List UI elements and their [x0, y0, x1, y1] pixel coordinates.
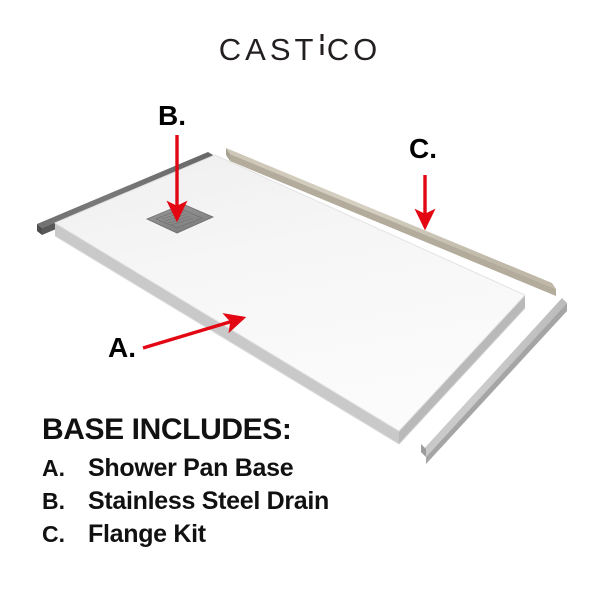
gray-flange-strip [421, 298, 567, 464]
brand-logo-part-2: CO [326, 32, 382, 67]
callout-arrows [142, 135, 436, 350]
legend-item-label: Stainless Steel Drain [88, 486, 330, 515]
legend-title: BASE INCLUDES: [42, 413, 292, 446]
brand-logo: CASTICO [0, 32, 600, 68]
legend-item-label: Flange Kit [88, 519, 206, 548]
base-includes-legend: BASE INCLUDES: A. Shower Pan Base B. Sta… [42, 414, 462, 553]
tan-flange-strip [226, 148, 556, 296]
list-item: C. Flange Kit [42, 520, 462, 549]
legend-list: A. Shower Pan Base B. Stainless Steel Dr… [42, 454, 462, 549]
callout-arrow-a [142, 313, 247, 350]
legend-item-key: A. [42, 454, 65, 481]
callout-label-b: B. [158, 100, 186, 131]
brand-logo-part-1: CAST [218, 32, 318, 67]
list-item: B. Stainless Steel Drain [42, 487, 462, 516]
callout-label-c: C. [409, 133, 437, 164]
callout-label-a: A. [108, 332, 136, 363]
legend-item-label: Shower Pan Base [88, 453, 294, 482]
legend-item-key: B. [42, 487, 65, 514]
list-item: A. Shower Pan Base [42, 454, 462, 483]
shower-pan-base [53, 154, 526, 445]
legend-item-key: C. [42, 520, 65, 547]
